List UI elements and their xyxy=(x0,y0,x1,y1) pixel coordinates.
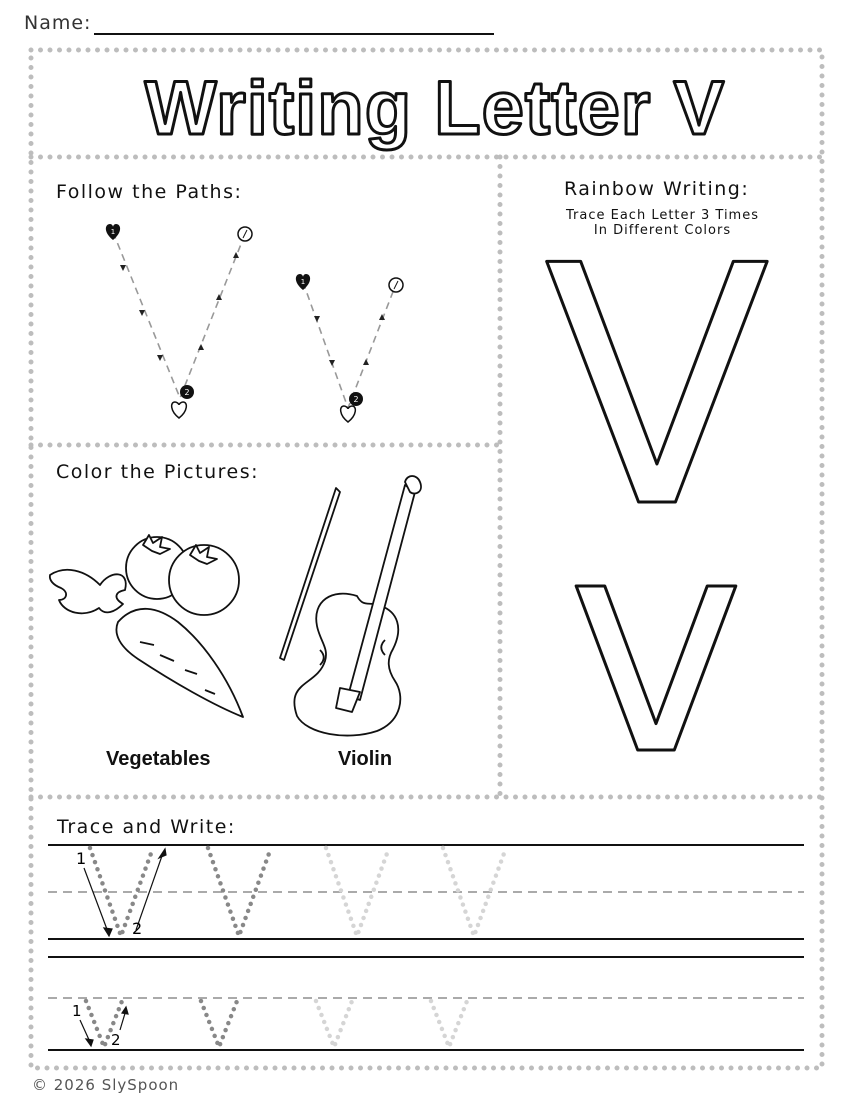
step-number: 1 xyxy=(111,228,115,236)
arrow-up-icon xyxy=(216,294,222,300)
violin-caption: Violin xyxy=(338,748,393,770)
arrow-up-icon xyxy=(363,359,369,365)
violin-illustration[interactable] xyxy=(279,475,422,737)
step-number: 2 xyxy=(184,388,189,397)
rainbow-instruction-line-2: In Different Colors xyxy=(593,223,732,238)
color-pictures-heading: Color the Pictures: xyxy=(56,461,260,483)
rainbow-instruction-line-1: Trace Each Letter 3 Times xyxy=(566,208,759,223)
start-heart-icon xyxy=(105,224,121,240)
trace-lowercase-arrows xyxy=(79,1005,129,1048)
arrow-up-icon xyxy=(233,252,239,258)
start-heart-icon xyxy=(295,274,311,290)
copyright-footer: © 2026 SlySpoon xyxy=(32,1076,180,1094)
end-heart-icon xyxy=(170,401,188,419)
worksheet-title: Writing Letter V xyxy=(145,66,725,151)
arrow-down-icon xyxy=(139,310,145,316)
vegetables-illustration[interactable] xyxy=(48,534,244,718)
arrow-down-icon xyxy=(314,316,320,322)
trace-write-heading: Trace and Write: xyxy=(57,816,236,838)
arrow-up-icon xyxy=(157,847,167,860)
rainbow-writing-heading: Rainbow Writing: xyxy=(564,178,750,200)
turn-dot-icon xyxy=(349,392,363,406)
trace-uppercase-arrows xyxy=(83,847,167,938)
rainbow-instructions: Trace Each Letter 3 Times In Different C… xyxy=(540,208,785,238)
arrow-down-icon xyxy=(329,360,335,366)
trace-step-1: 1 xyxy=(76,849,86,868)
trace-guides xyxy=(48,844,804,1051)
end-heart-icon xyxy=(339,405,357,423)
dotted-borders xyxy=(28,47,825,1071)
trace-step-2: 2 xyxy=(132,919,142,938)
turn-dot-icon xyxy=(180,385,194,399)
arrow-down-icon xyxy=(102,927,113,938)
follow-paths-heading: Follow the Paths: xyxy=(56,181,243,203)
trace-step-2: 2 xyxy=(111,1031,121,1049)
arrow-down-icon xyxy=(157,355,163,361)
name-write-line[interactable] xyxy=(94,33,494,35)
arrow-up-icon xyxy=(379,314,385,320)
arrow-down-icon xyxy=(120,265,126,271)
rainbow-uppercase-letter[interactable]: V xyxy=(543,195,773,582)
vegetables-caption: Vegetables xyxy=(106,748,211,770)
arrow-up-icon xyxy=(198,344,204,350)
trace-uppercase-row[interactable] xyxy=(87,845,509,943)
arrow-down-icon xyxy=(84,1038,94,1048)
step-number: 1 xyxy=(301,278,305,286)
trace-lowercase-row[interactable] xyxy=(83,998,470,1054)
arrow-up-icon xyxy=(120,1005,129,1015)
step-number: 2 xyxy=(353,395,358,404)
name-label: Name: xyxy=(24,12,92,34)
rainbow-lowercase-letter[interactable]: v xyxy=(566,471,747,823)
trace-step-1: 1 xyxy=(72,1002,82,1020)
path-uppercase-v[interactable]: 1 2 xyxy=(105,224,253,419)
path-lowercase-v[interactable]: 1 2 xyxy=(295,274,404,423)
